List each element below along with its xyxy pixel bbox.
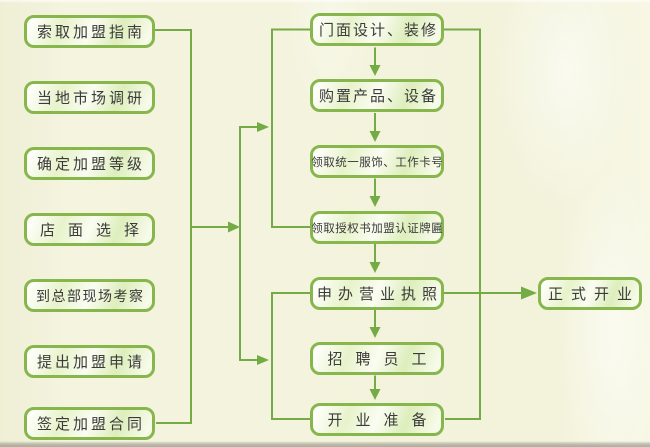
step-grand-opening: 正式开业 [538,277,642,310]
step-sign-franchise-contract: 签定加盟合同 [24,407,155,440]
step-recruit-staff: 招聘员工 [310,342,444,375]
step-receive-uniform-work-card: 领取统一服饰、工作卡号 [310,145,444,178]
down-arrows [369,47,381,400]
step-opening-preparation: 开业准备 [310,403,444,436]
step-request-franchise-guide: 索取加盟指南 [24,15,155,48]
right-bracket [442,28,481,420]
arrow-left-to-middle [191,221,240,233]
step-receive-authorization-plaque: 领取授权书加盟认证牌匾 [310,211,444,244]
step-determine-franchise-level: 确定加盟等级 [24,147,155,180]
step-local-market-research: 当地市场调研 [24,81,155,114]
step-hq-site-visit: 到总部现场考察 [24,279,155,312]
step-purchase-products-equipment: 购置产品、设备 [310,79,444,112]
step-apply-business-license: 申办营业执照 [310,277,444,310]
bottom-sub-bracket [271,292,310,420]
arrow-to-grand-opening [480,286,537,300]
top-sub-bracket [271,28,310,228]
middle-bracket [239,122,269,365]
left-bracket [154,29,192,424]
step-submit-franchise-application: 提出加盟申请 [24,345,155,378]
step-storefront-design-decoration: 门面设计、装修 [310,13,444,46]
step-store-selection: 店面选择 [24,213,155,246]
